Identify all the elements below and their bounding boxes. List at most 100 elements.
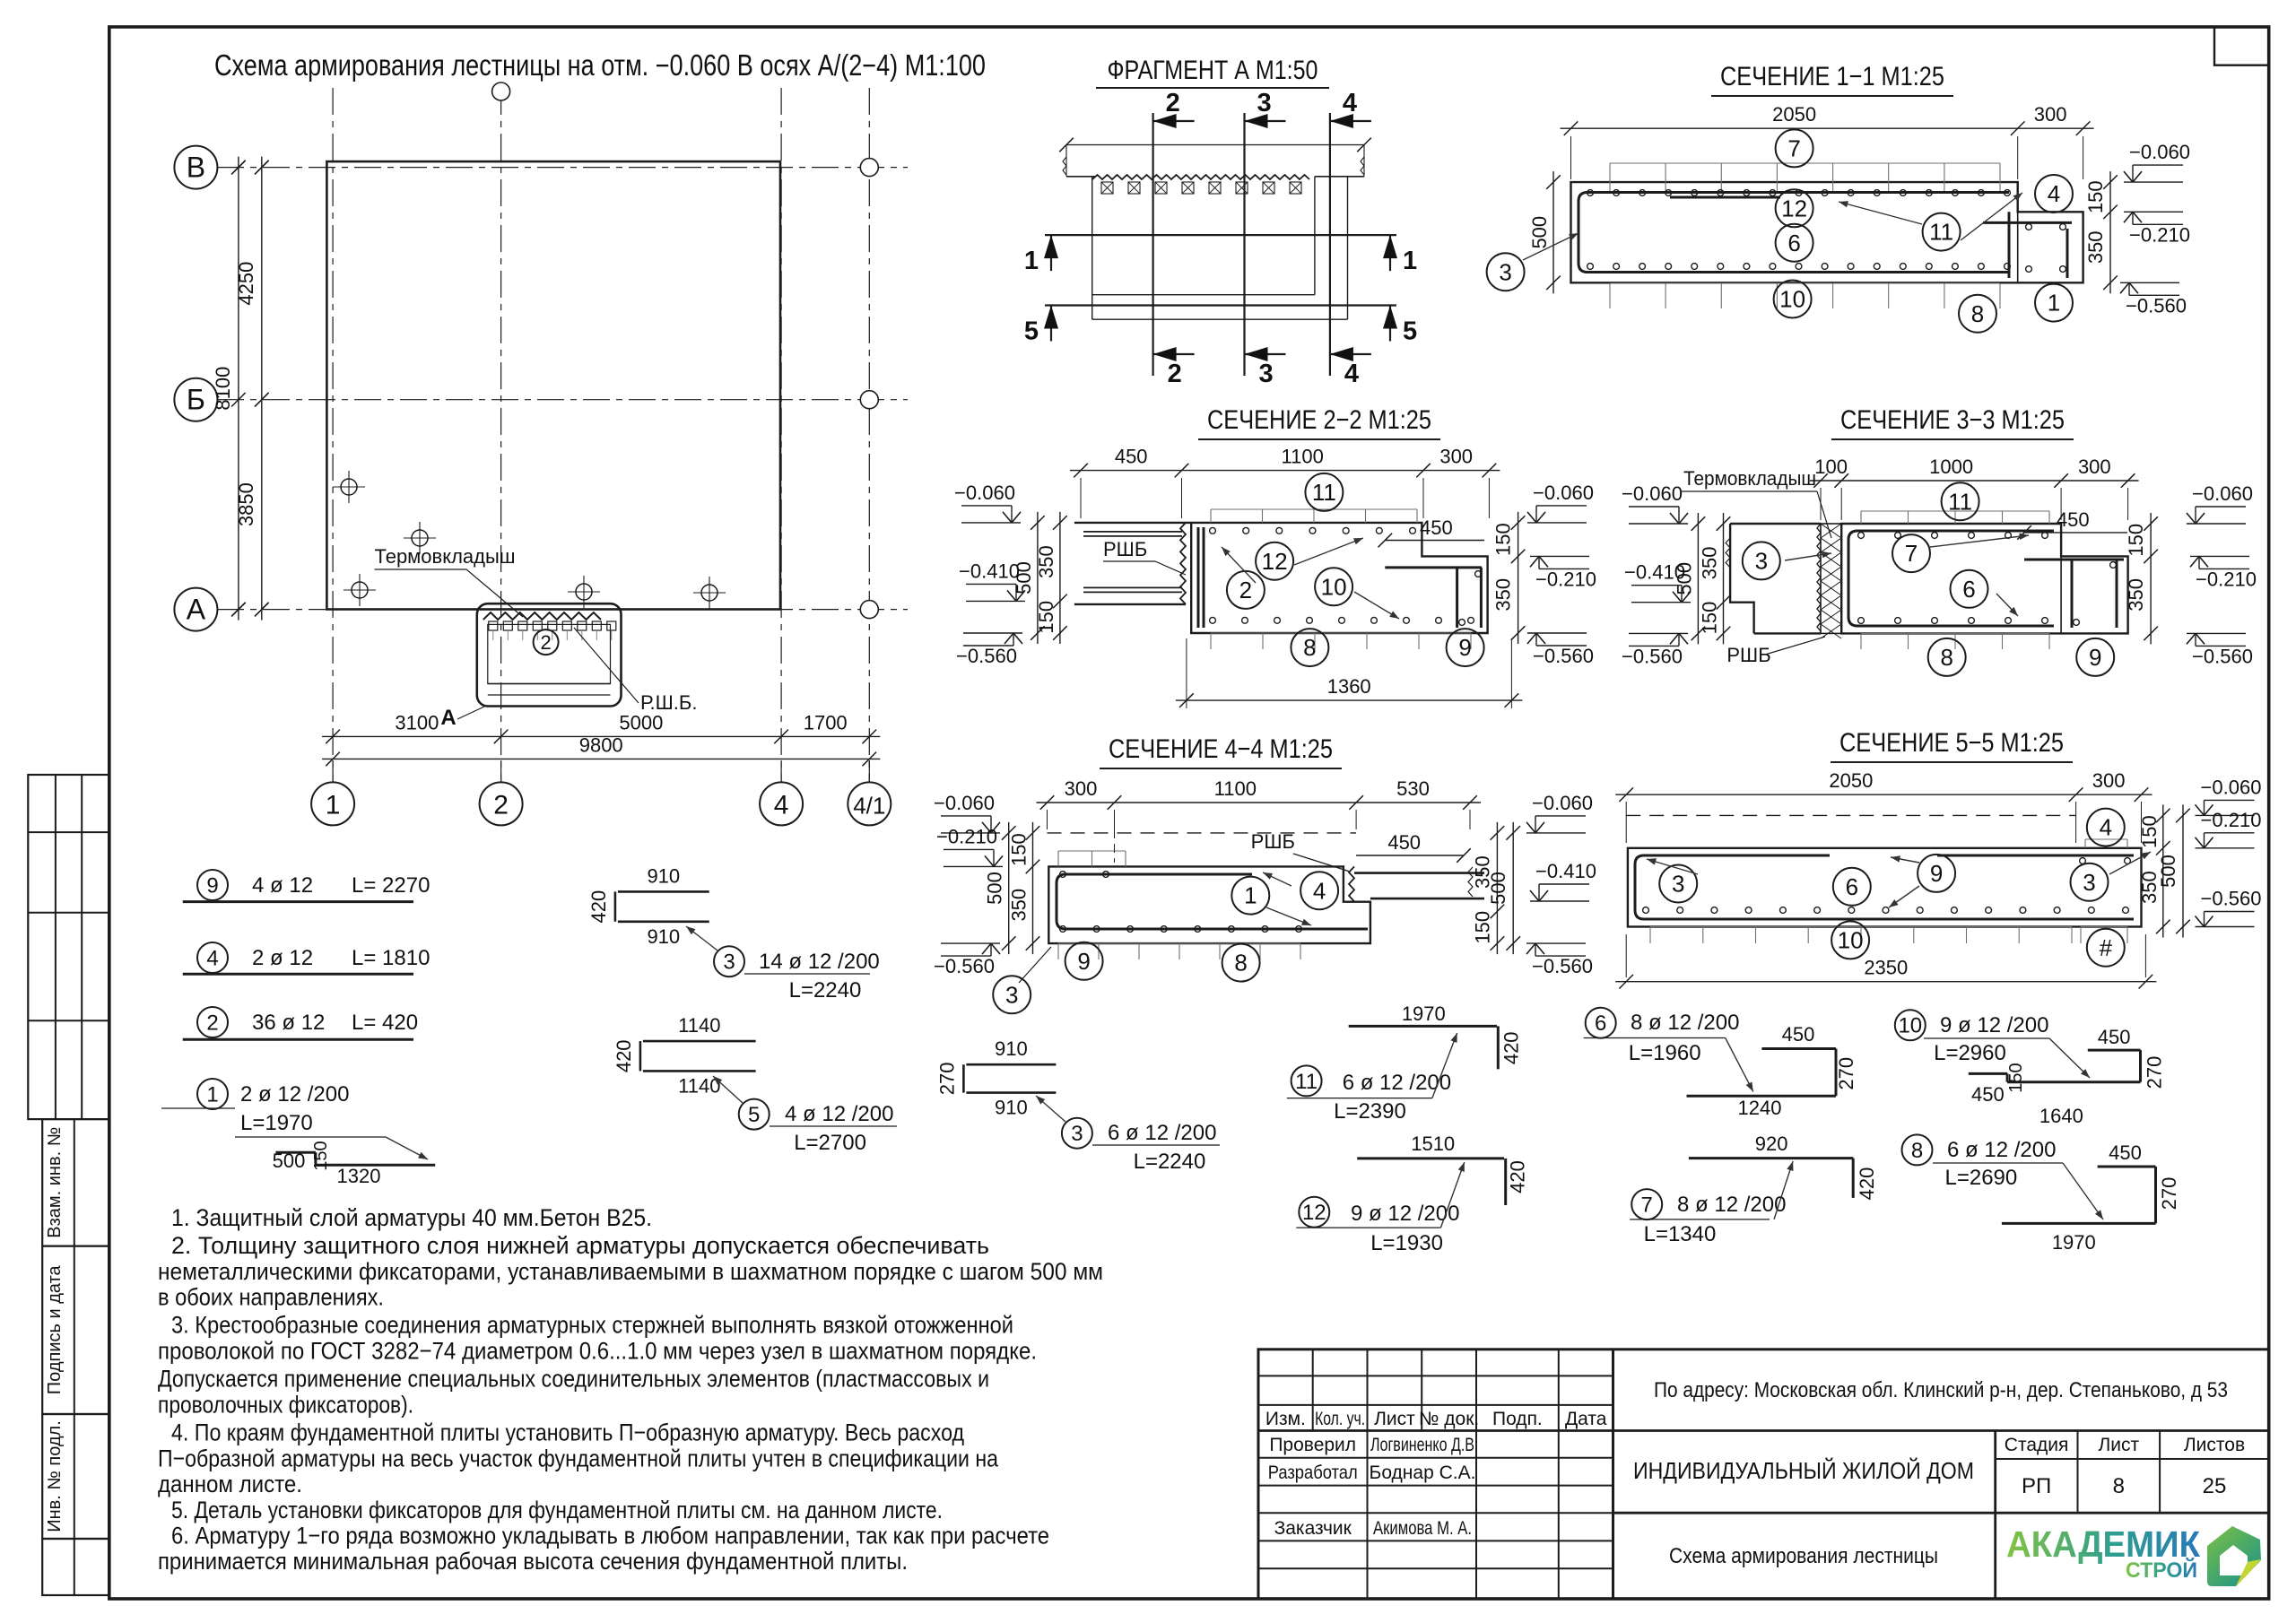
svg-text:принимается минимальная рабоча: принимается минимальная рабочая высота с…: [158, 1548, 908, 1575]
svg-text:1360: 1360: [1327, 675, 1371, 698]
svg-text:3: 3: [1257, 89, 1272, 117]
svg-text:L=2390: L=2390: [1334, 1099, 1406, 1124]
svg-text:РП: РП: [2022, 1474, 2051, 1498]
svg-text:9: 9: [1077, 948, 1090, 975]
svg-text:L=1970: L=1970: [240, 1111, 313, 1135]
svg-text:300: 300: [1439, 446, 1473, 468]
svg-text:8: 8: [1940, 644, 1952, 671]
svg-text:10: 10: [1321, 573, 1347, 600]
svg-text:8: 8: [2113, 1474, 2125, 1498]
svg-text:1320: 1320: [337, 1165, 381, 1187]
svg-text:12: 12: [1302, 1201, 1326, 1225]
svg-text:проволочных фиксаторов).: проволочных фиксаторов).: [158, 1391, 413, 1418]
svg-text:11: 11: [1929, 219, 1953, 246]
svg-text:2. Толщину защитного слоя ниж: 2. Толщину защитного слоя нижней арматур…: [171, 1232, 989, 1259]
svg-text:9 ø 12 /200: 9 ø 12 /200: [1351, 1202, 1459, 1226]
svg-text:1140: 1140: [678, 1074, 720, 1097]
svg-text:Б: Б: [187, 384, 205, 416]
svg-text:500: 500: [1673, 562, 1695, 595]
svg-text:270: 270: [2158, 1177, 2180, 1211]
svg-text:−0.060: −0.060: [1532, 792, 1593, 814]
svg-text:4: 4: [2100, 814, 2112, 841]
svg-text:270: 270: [1835, 1057, 1857, 1090]
svg-text:500: 500: [1487, 872, 1509, 905]
svg-text:6: 6: [1846, 873, 1858, 900]
svg-text:СЕЧЕНИЕ 4−4 М1:25: СЕЧЕНИЕ 4−4 М1:25: [1109, 734, 1333, 764]
svg-text:150: 150: [1471, 911, 1493, 944]
svg-text:−0.210: −0.210: [2201, 809, 2262, 831]
svg-text:СЕЧЕНИЕ 3−3 М1:25: СЕЧЕНИЕ 3−3 М1:25: [1840, 405, 2065, 435]
svg-text:РШБ: РШБ: [1726, 644, 1770, 666]
svg-text:4 ø 12 /200: 4 ø 12 /200: [785, 1102, 893, 1126]
svg-text:6 ø 12 /200: 6 ø 12 /200: [1108, 1121, 1216, 1145]
svg-text:450: 450: [1971, 1083, 2005, 1106]
svg-text:300: 300: [2034, 103, 2067, 126]
svg-text:11: 11: [1295, 1070, 1318, 1094]
svg-text:−0.410: −0.410: [1535, 860, 1596, 882]
svg-text:500: 500: [273, 1150, 306, 1172]
svg-text:2050: 2050: [1829, 769, 1873, 792]
svg-text:920: 920: [1755, 1133, 1788, 1155]
svg-text:450: 450: [1387, 831, 1421, 854]
svg-text:150: 150: [1035, 601, 1057, 634]
svg-text:12: 12: [1262, 548, 1288, 575]
svg-text:Заказчик: Заказчик: [1274, 1518, 1352, 1539]
svg-text:8 ø 12 /200: 8 ø 12 /200: [1631, 1011, 1739, 1035]
svg-text:270: 270: [2144, 1056, 2166, 1089]
svg-text:300: 300: [2078, 456, 2111, 478]
svg-text:150: 150: [2084, 180, 2107, 213]
svg-text:6 ø 12 /200: 6 ø 12 /200: [1947, 1138, 2056, 1162]
svg-text:ИНДИВИДУАЛЬНЫЙ ЖИЛОЙ ДОМ: ИНДИВИДУАЛЬНЫЙ ЖИЛОЙ ДОМ: [1633, 1457, 1974, 1484]
svg-text:−0.060: −0.060: [954, 482, 1015, 504]
svg-text:150: 150: [2125, 524, 2147, 557]
svg-text:10: 10: [1838, 927, 1864, 954]
svg-text:Листов: Листов: [2184, 1435, 2245, 1455]
svg-text:РШБ: РШБ: [1103, 538, 1147, 560]
svg-text:500: 500: [984, 872, 1006, 905]
svg-text:−0.060: −0.060: [934, 792, 995, 814]
svg-text:По адресу: Московская обл. Кли: По адресу: Московская обл. Клинский р-н,…: [1654, 1378, 2228, 1402]
svg-text:А: А: [440, 706, 456, 730]
svg-text:910: 910: [647, 864, 680, 887]
svg-text:420: 420: [1856, 1167, 1878, 1201]
svg-text:В: В: [187, 152, 205, 184]
svg-text:2: 2: [540, 631, 551, 654]
svg-text:10: 10: [1779, 286, 1805, 313]
svg-text:3: 3: [1259, 360, 1274, 388]
svg-text:Акимова М. А.: Акимова М. А.: [1373, 1518, 1472, 1539]
svg-text:1000: 1000: [1929, 456, 1973, 478]
svg-text:3: 3: [1005, 981, 1018, 1008]
svg-text:450: 450: [2098, 1026, 2131, 1048]
svg-text:3100: 3100: [395, 711, 439, 733]
svg-text:L=2240: L=2240: [1134, 1150, 1206, 1174]
svg-text:9 ø 12 /200: 9 ø 12 /200: [1940, 1013, 2048, 1037]
svg-text:420: 420: [1500, 1031, 1523, 1064]
svg-text:11: 11: [1948, 488, 1972, 515]
svg-text:1640: 1640: [2039, 1105, 2083, 1127]
svg-text:−0.210: −0.210: [2196, 568, 2257, 590]
svg-text:Разработал: Разработал: [1268, 1462, 1358, 1483]
svg-text:1: 1: [206, 1082, 218, 1107]
svg-text:Инв. № подл.: Инв. № подл.: [45, 1420, 65, 1532]
svg-text:9: 9: [2089, 644, 2101, 671]
svg-text:3. Крестообразные соединения: 3. Крестообразные соединения арматурных …: [171, 1312, 1013, 1339]
svg-text:Схема армирования лестницы на: Схема армирования лестницы на отм. −0.06…: [214, 48, 986, 82]
svg-text:350: 350: [1471, 855, 1493, 889]
svg-text:910: 910: [647, 925, 680, 948]
svg-text:1: 1: [1403, 247, 1417, 275]
svg-text:Логвиненко Д.В: Логвиненко Д.В: [1370, 1435, 1474, 1455]
svg-text:910: 910: [995, 1037, 1028, 1060]
svg-text:2 ø 12 /200: 2 ø 12 /200: [240, 1082, 349, 1107]
svg-text:Термовкладыш: Термовкладыш: [375, 545, 516, 568]
svg-text:3: 3: [2083, 869, 2095, 896]
svg-text:неметаллическими фиксаторами,: неметаллическими фиксаторами, устанавлив…: [158, 1258, 1103, 1285]
svg-text:−0.410: −0.410: [1624, 561, 1685, 584]
svg-text:7: 7: [1787, 135, 1800, 162]
svg-text:450: 450: [2109, 1141, 2142, 1164]
svg-text:3: 3: [723, 950, 735, 975]
svg-text:350: 350: [2084, 230, 2107, 264]
svg-text:−0.210: −0.210: [2129, 223, 2190, 246]
svg-text:3: 3: [1071, 1122, 1083, 1146]
svg-text:L= 420: L= 420: [352, 1011, 418, 1035]
svg-text:7: 7: [1905, 540, 1918, 567]
